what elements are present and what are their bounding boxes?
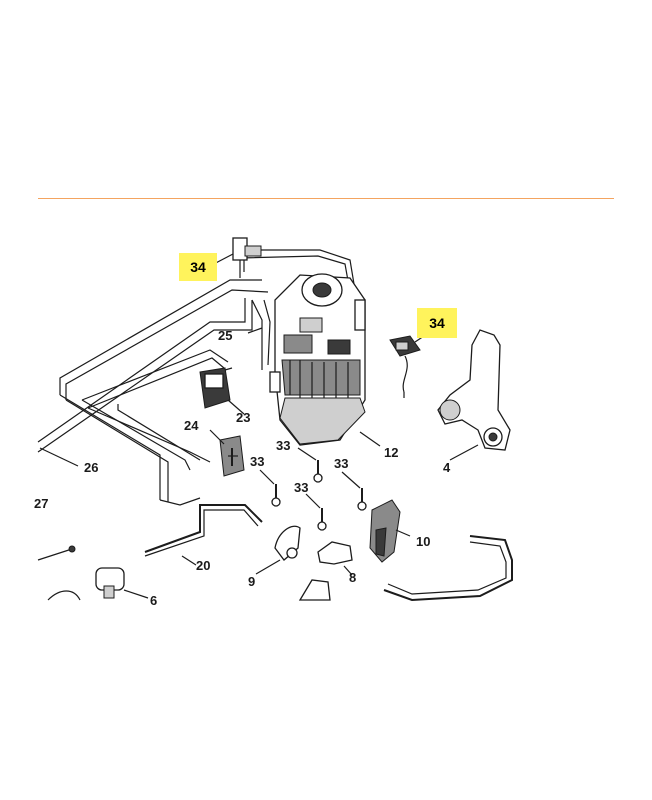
part-12-motor bbox=[269, 273, 366, 446]
part-label-33-a: 33 bbox=[276, 438, 290, 453]
part-label-33-d: 33 bbox=[334, 456, 348, 471]
part-label-4: 4 bbox=[443, 460, 451, 475]
part-8-clip bbox=[317, 541, 353, 565]
partial-parts-bottom bbox=[47, 535, 513, 602]
leader-lines bbox=[39, 253, 479, 599]
part-4-lever bbox=[437, 329, 511, 451]
part-6-sleeve bbox=[95, 567, 125, 599]
part-label-8: 8 bbox=[349, 570, 356, 585]
screws-33 bbox=[271, 460, 367, 531]
part-label-10: 10 bbox=[416, 534, 430, 549]
part-34-connector-top bbox=[232, 237, 262, 278]
part-label-6: 6 bbox=[150, 593, 157, 608]
wiring-harness-26 bbox=[37, 249, 356, 561]
part-label-27: 27 bbox=[34, 496, 48, 511]
part-34-brush bbox=[389, 335, 421, 398]
part-9-clip bbox=[274, 525, 301, 561]
part-23-switch bbox=[199, 367, 233, 409]
highlight-34-top: 34 bbox=[179, 253, 217, 281]
part-label-24: 24 bbox=[184, 418, 199, 433]
part-label-25: 25 bbox=[218, 328, 232, 343]
part-label-9: 9 bbox=[248, 574, 255, 589]
part-10-bracket bbox=[369, 499, 401, 563]
header-divider bbox=[38, 198, 614, 199]
screw-33-d bbox=[357, 488, 367, 511]
part-20-rod bbox=[144, 504, 263, 557]
part-label-33-c: 33 bbox=[294, 480, 308, 495]
part-label-12: 12 bbox=[384, 445, 398, 460]
screw-33-a bbox=[313, 460, 323, 483]
part-label-33-b: 33 bbox=[250, 454, 264, 469]
part-24-terminal bbox=[219, 435, 245, 477]
part-label-34-top: 34 bbox=[190, 259, 206, 275]
part-label-20: 20 bbox=[196, 558, 210, 573]
part-label-34-right: 34 bbox=[429, 315, 445, 331]
screw-33-b bbox=[271, 484, 281, 507]
part-label-26: 26 bbox=[84, 460, 98, 475]
highlight-34-right: 34 bbox=[417, 308, 457, 338]
part-label-23: 23 bbox=[236, 410, 250, 425]
screw-33-c bbox=[317, 508, 327, 531]
